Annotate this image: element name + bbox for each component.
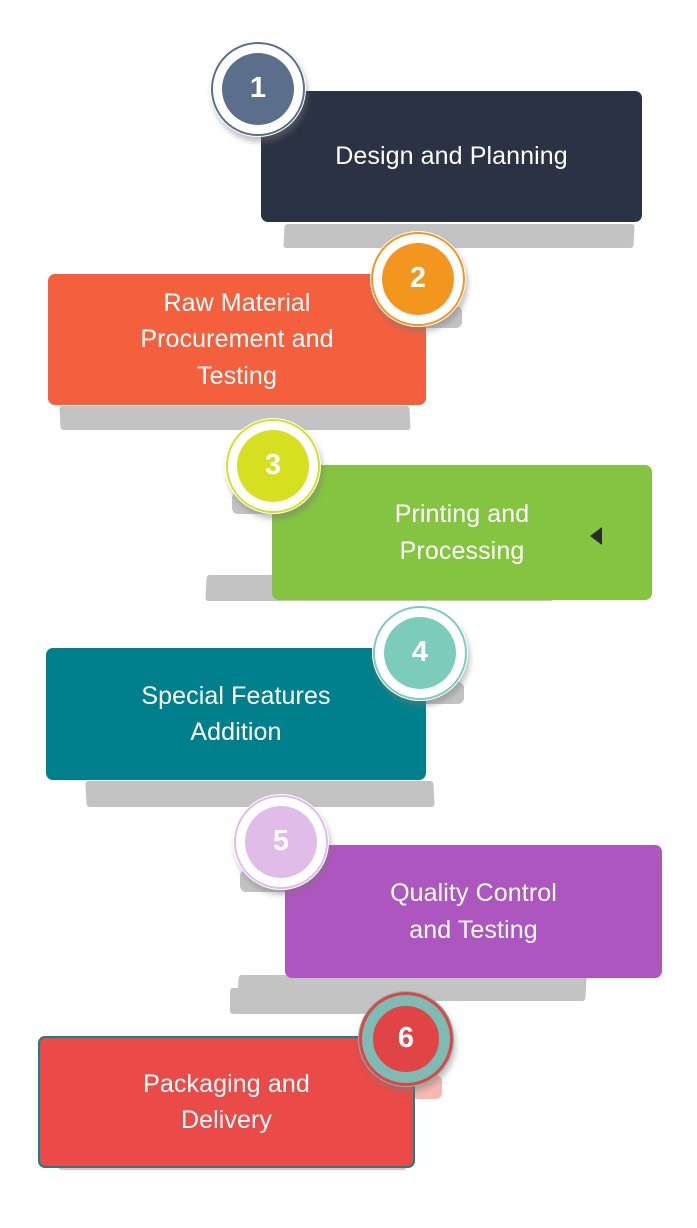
- step-5-badge[interactable]: 5: [233, 794, 329, 890]
- step-5-card[interactable]: Quality Control and Testing: [285, 845, 662, 978]
- step-3-card[interactable]: Printing and Processing: [272, 465, 652, 600]
- step-1-card[interactable]: Design and Planning: [261, 91, 642, 222]
- step-1-label: Design and Planning: [335, 142, 568, 171]
- step-6-label: Packaging and Delivery: [143, 1069, 310, 1134]
- step-3-badge-ring: [226, 419, 320, 513]
- step-4-card[interactable]: Special Features Addition: [46, 648, 426, 780]
- step-5-label: Quality Control and Testing: [390, 879, 557, 944]
- step-2-shadow: [59, 406, 411, 430]
- step-6-card[interactable]: Packaging and Delivery: [38, 1036, 415, 1168]
- step-1-shadow: [283, 224, 635, 248]
- step-2-card[interactable]: Raw Material Procurement and Testing: [48, 274, 426, 405]
- step-2-badge-ring: [371, 232, 465, 326]
- step-1-badge-ring: [211, 42, 305, 136]
- step-3-badge[interactable]: 3: [225, 418, 321, 514]
- left-triangle-marker-icon: [590, 527, 602, 545]
- step-6-badge-ring: [359, 992, 453, 1086]
- step-5-badge-ring: [234, 795, 328, 889]
- step-4-badge[interactable]: 4: [372, 605, 468, 701]
- step-4-label: Special Features Addition: [141, 681, 331, 746]
- step-1-badge[interactable]: 1: [210, 41, 306, 137]
- step-6-badge[interactable]: 6: [358, 991, 454, 1087]
- step-4-badge-ring: [373, 606, 467, 700]
- step-3-label: Printing and Processing: [394, 500, 530, 565]
- step-2-label: Raw Material Procurement and Testing: [140, 289, 334, 390]
- step-2-badge[interactable]: 2: [370, 231, 466, 327]
